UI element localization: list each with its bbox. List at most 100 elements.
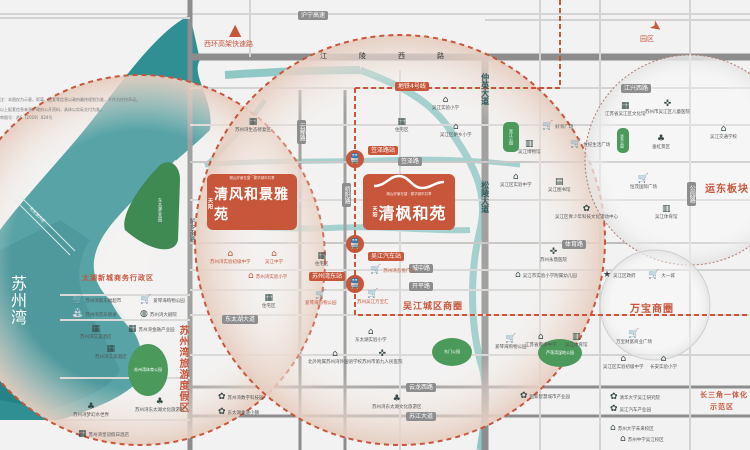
poi-finance-park[interactable]: ▦苏州湾金融产业园 <box>128 324 175 334</box>
poi-aiqinhai[interactable]: 🛒爱琴海购物公园 <box>305 290 337 307</box>
cart-icon: 🛒 <box>628 329 640 339</box>
poi-smart-city-park[interactable]: ✿国家智慧城市产业园 <box>520 391 571 401</box>
poi-culture-tourism[interactable]: ♣苏州湾东太湖文化旅游区 <box>372 394 422 411</box>
district-label-yundong: 运东板块 <box>705 184 749 195</box>
poi-kindergarten[interactable]: ⌂吴江市实验小学附属幼儿园 <box>515 270 577 280</box>
poi-tsinghua-institute[interactable]: ✿清华大学吴江研究院 <box>610 392 661 402</box>
road-label-kaiping: 开平路 <box>409 282 434 292</box>
poi-school-luxiang[interactable]: ⌂吴江区鲈乡小学 <box>440 122 472 139</box>
cart-icon: 🛒 <box>367 289 379 299</box>
district-label-yangtze-1: 长三角一体化 <box>700 391 748 399</box>
school-icon: ⌂ <box>227 249 234 259</box>
poi-residential-3[interactable]: ▦住宅区 <box>315 251 329 268</box>
wave-logo-icon <box>374 174 444 190</box>
poi-junior-middle[interactable]: ⌂吴江区实验初级中学 <box>603 354 644 371</box>
poi-fountain[interactable]: ⛲苏州湾音乐喷泉 <box>72 309 117 319</box>
cart-icon: 🛒 <box>648 270 660 280</box>
poi-residential-1[interactable]: ▦住宅区 <box>395 117 409 134</box>
poi-eco-restoration[interactable]: ▦苏州湾生态修复区 <box>235 117 271 134</box>
tree-icon: ♣ <box>392 394 401 404</box>
poi-wanbao-plaza[interactable]: 🛒万宝财富商业广场 <box>616 329 652 346</box>
poi-culture-tourism-2[interactable]: ♣苏州湾东太湖文化旅游区 <box>135 397 185 414</box>
poi-auto-industry[interactable]: ✿吴江汽车产业园 <box>610 404 652 414</box>
poi-digital-park[interactable]: ✿苏州湾数字科技园 <box>218 392 264 402</box>
poi-yongding-hospital[interactable]: ✜苏州永鼎医院 <box>540 247 567 264</box>
poi-stadium[interactable]: ▥吴江体育馆 <box>655 204 678 221</box>
school-icon: ⌂ <box>620 434 626 444</box>
poi-culture-hall[interactable]: ▦江苏省吴江区文化馆 <box>605 101 646 118</box>
road-label-lianyang: 笠泽路 <box>398 157 423 167</box>
poi-carrefour[interactable]: 🛒苏州湾家乐福超市 <box>72 295 122 305</box>
metro-station-middle-icon[interactable]: 🚆 <box>346 235 364 253</box>
poi-chuihong[interactable]: ♣垂虹景区 <box>652 134 670 151</box>
school-icon: ⌂ <box>515 270 521 280</box>
building-icon: ▦ <box>397 117 406 127</box>
poi-wanbao-hui[interactable]: 🛒苏州吴江万宝汇 <box>357 289 389 306</box>
building-icon: ▦ <box>317 251 326 261</box>
poi-traffic-school[interactable]: ⌂吴江交通学校 <box>710 124 737 141</box>
district-label-wanbao: 万宝商圈 <box>630 304 674 315</box>
school-icon: ⌂ <box>660 354 667 364</box>
road-label-jiangxing: 江兴西路 <box>621 84 652 94</box>
metro-station-south-icon[interactable]: 🚆 <box>346 275 364 293</box>
poi-crowne-plaza[interactable]: ▦苏州湾皇冠假日酒店 <box>78 429 130 439</box>
stadium-icon: ▥ <box>661 204 671 214</box>
gear-icon: ✿ <box>610 392 618 402</box>
poi-district-gov[interactable]: ★吴江区政府 <box>603 270 636 280</box>
poi-wujiang-middle[interactable]: ⌂吴江中学 <box>265 249 283 266</box>
district-label-suzhou-bay: 苏州湾 <box>8 275 27 326</box>
poi-suzhou-university[interactable]: ⌂苏州大学未来校区 <box>610 423 654 433</box>
poi-mall-1[interactable]: 🛒爱琴海购物公园 <box>140 295 185 305</box>
poi-stadium-2[interactable]: ▥吴江体育馆 <box>565 332 588 349</box>
poi-water-world[interactable]: ♣苏州湾梦幻水世界 <box>73 402 109 419</box>
poi-middle-school[interactable]: ⌂吴江区实验中学 <box>500 172 532 189</box>
north-arrow-west-icon: ▲ <box>229 20 242 39</box>
poi-youth-center[interactable]: ✿吴江区青少年科技文化活动中心 <box>555 204 618 221</box>
poi-foreign-language-school[interactable]: ⌂北外附属苏州湾外国语学校 <box>308 349 362 366</box>
poi-suzhou-middle[interactable]: ⌂苏州中学吴江校区 <box>620 434 664 444</box>
project-card-qingfeng-he[interactable]: 湖山好景在望 · 繁华城市共享 天阳清枫和苑 <box>363 174 455 230</box>
project-brand: 天阳 <box>371 206 378 218</box>
poi-hotel-2[interactable]: ▦苏州湾艾美酒店 <box>95 344 127 361</box>
poi-finance-town[interactable]: ✿东太湖金融小镇 <box>218 407 260 417</box>
poi-century-plaza[interactable]: 🛒世纪生活广场 <box>570 139 611 149</box>
cart-icon: 🛒 <box>637 174 650 184</box>
poi-hengmao-plaza[interactable]: 🛒恒茂国际广场 <box>630 174 657 191</box>
project-slogan: 湖山好景在望 · 繁华城市共享 <box>386 192 432 196</box>
metro-station-north-icon[interactable]: 🚆 <box>346 150 364 168</box>
map-note-2: 以上配套信息来源于政府公开资料，具体以实际交付为准。 <box>0 107 104 112</box>
poi-wuyue-plaza[interactable]: 🛒苏州湾吾悦广场 <box>370 265 415 275</box>
cart-icon: 🛒 <box>505 334 517 344</box>
poi-ninth-hospital[interactable]: ✜苏州市第九人民医院 <box>362 349 403 366</box>
project-brand: 天阳 <box>207 198 213 210</box>
poi-suzhou-bay-junior[interactable]: ⌂苏州湾实验初级中学 <box>210 249 251 266</box>
poi-school-shiyan[interactable]: ⌂吴江实验小学 <box>432 95 459 112</box>
poi-zhenze-middle[interactable]: ⌂江苏省震泽中学 <box>525 332 557 349</box>
zone-circle-wanbao <box>599 249 711 361</box>
poi-dongtaihu-primary[interactable]: ⌂东太湖实验小学 <box>355 327 387 344</box>
poi-haolin-plaza[interactable]: 🛒好邻广场 <box>542 121 574 131</box>
poi-changan-primary[interactable]: ⌂长安实验小学 <box>650 354 677 371</box>
project-card-qingfeng[interactable]: 湖山好景在望 · 繁华城市共享 天阳清风和景雅苑 <box>207 174 297 230</box>
station-label-south: 苏州湾东站 <box>309 272 346 282</box>
road-label-chenglin: 城中路 <box>409 264 434 274</box>
direction-label-east: 园区 <box>640 35 654 43</box>
project-slogan: 湖山好景在望 · 繁华城市共享 <box>229 176 275 180</box>
poi-museum[interactable]: ▥吴江博物馆 <box>518 139 541 156</box>
poi-dayicheng[interactable]: 🛒大一城 <box>648 270 675 280</box>
poi-library[interactable]: ▤吴江图书馆 <box>548 177 571 194</box>
school-icon: ⌂ <box>452 122 459 132</box>
direction-label-west: 西环高架快速路 <box>204 40 253 48</box>
project-name: 清风和景雅苑 <box>214 187 289 223</box>
poi-residential-2[interactable]: ▦住宅区 <box>262 293 276 310</box>
poi-le-meridien[interactable]: ▦苏州湾艾美酒店 <box>80 324 112 341</box>
school-icon: ⌂ <box>442 95 449 105</box>
tree-icon: ♣ <box>656 134 666 144</box>
station-label-north: 笠泽路站 <box>368 146 399 156</box>
poi-suzhou-bay-primary[interactable]: ⌂苏州湾实验小学 <box>248 271 288 281</box>
building-icon: ▦ <box>248 117 258 127</box>
poi-grand-theatre[interactable]: ◍苏州湾大剧院 <box>140 309 177 319</box>
school-icon: ⌂ <box>610 423 616 433</box>
poi-children-hospital[interactable]: ✜苏州市吴江区儿童医院 <box>645 99 690 116</box>
poi-mall-2[interactable]: 🛒爱琴海购物公园 <box>495 334 527 351</box>
